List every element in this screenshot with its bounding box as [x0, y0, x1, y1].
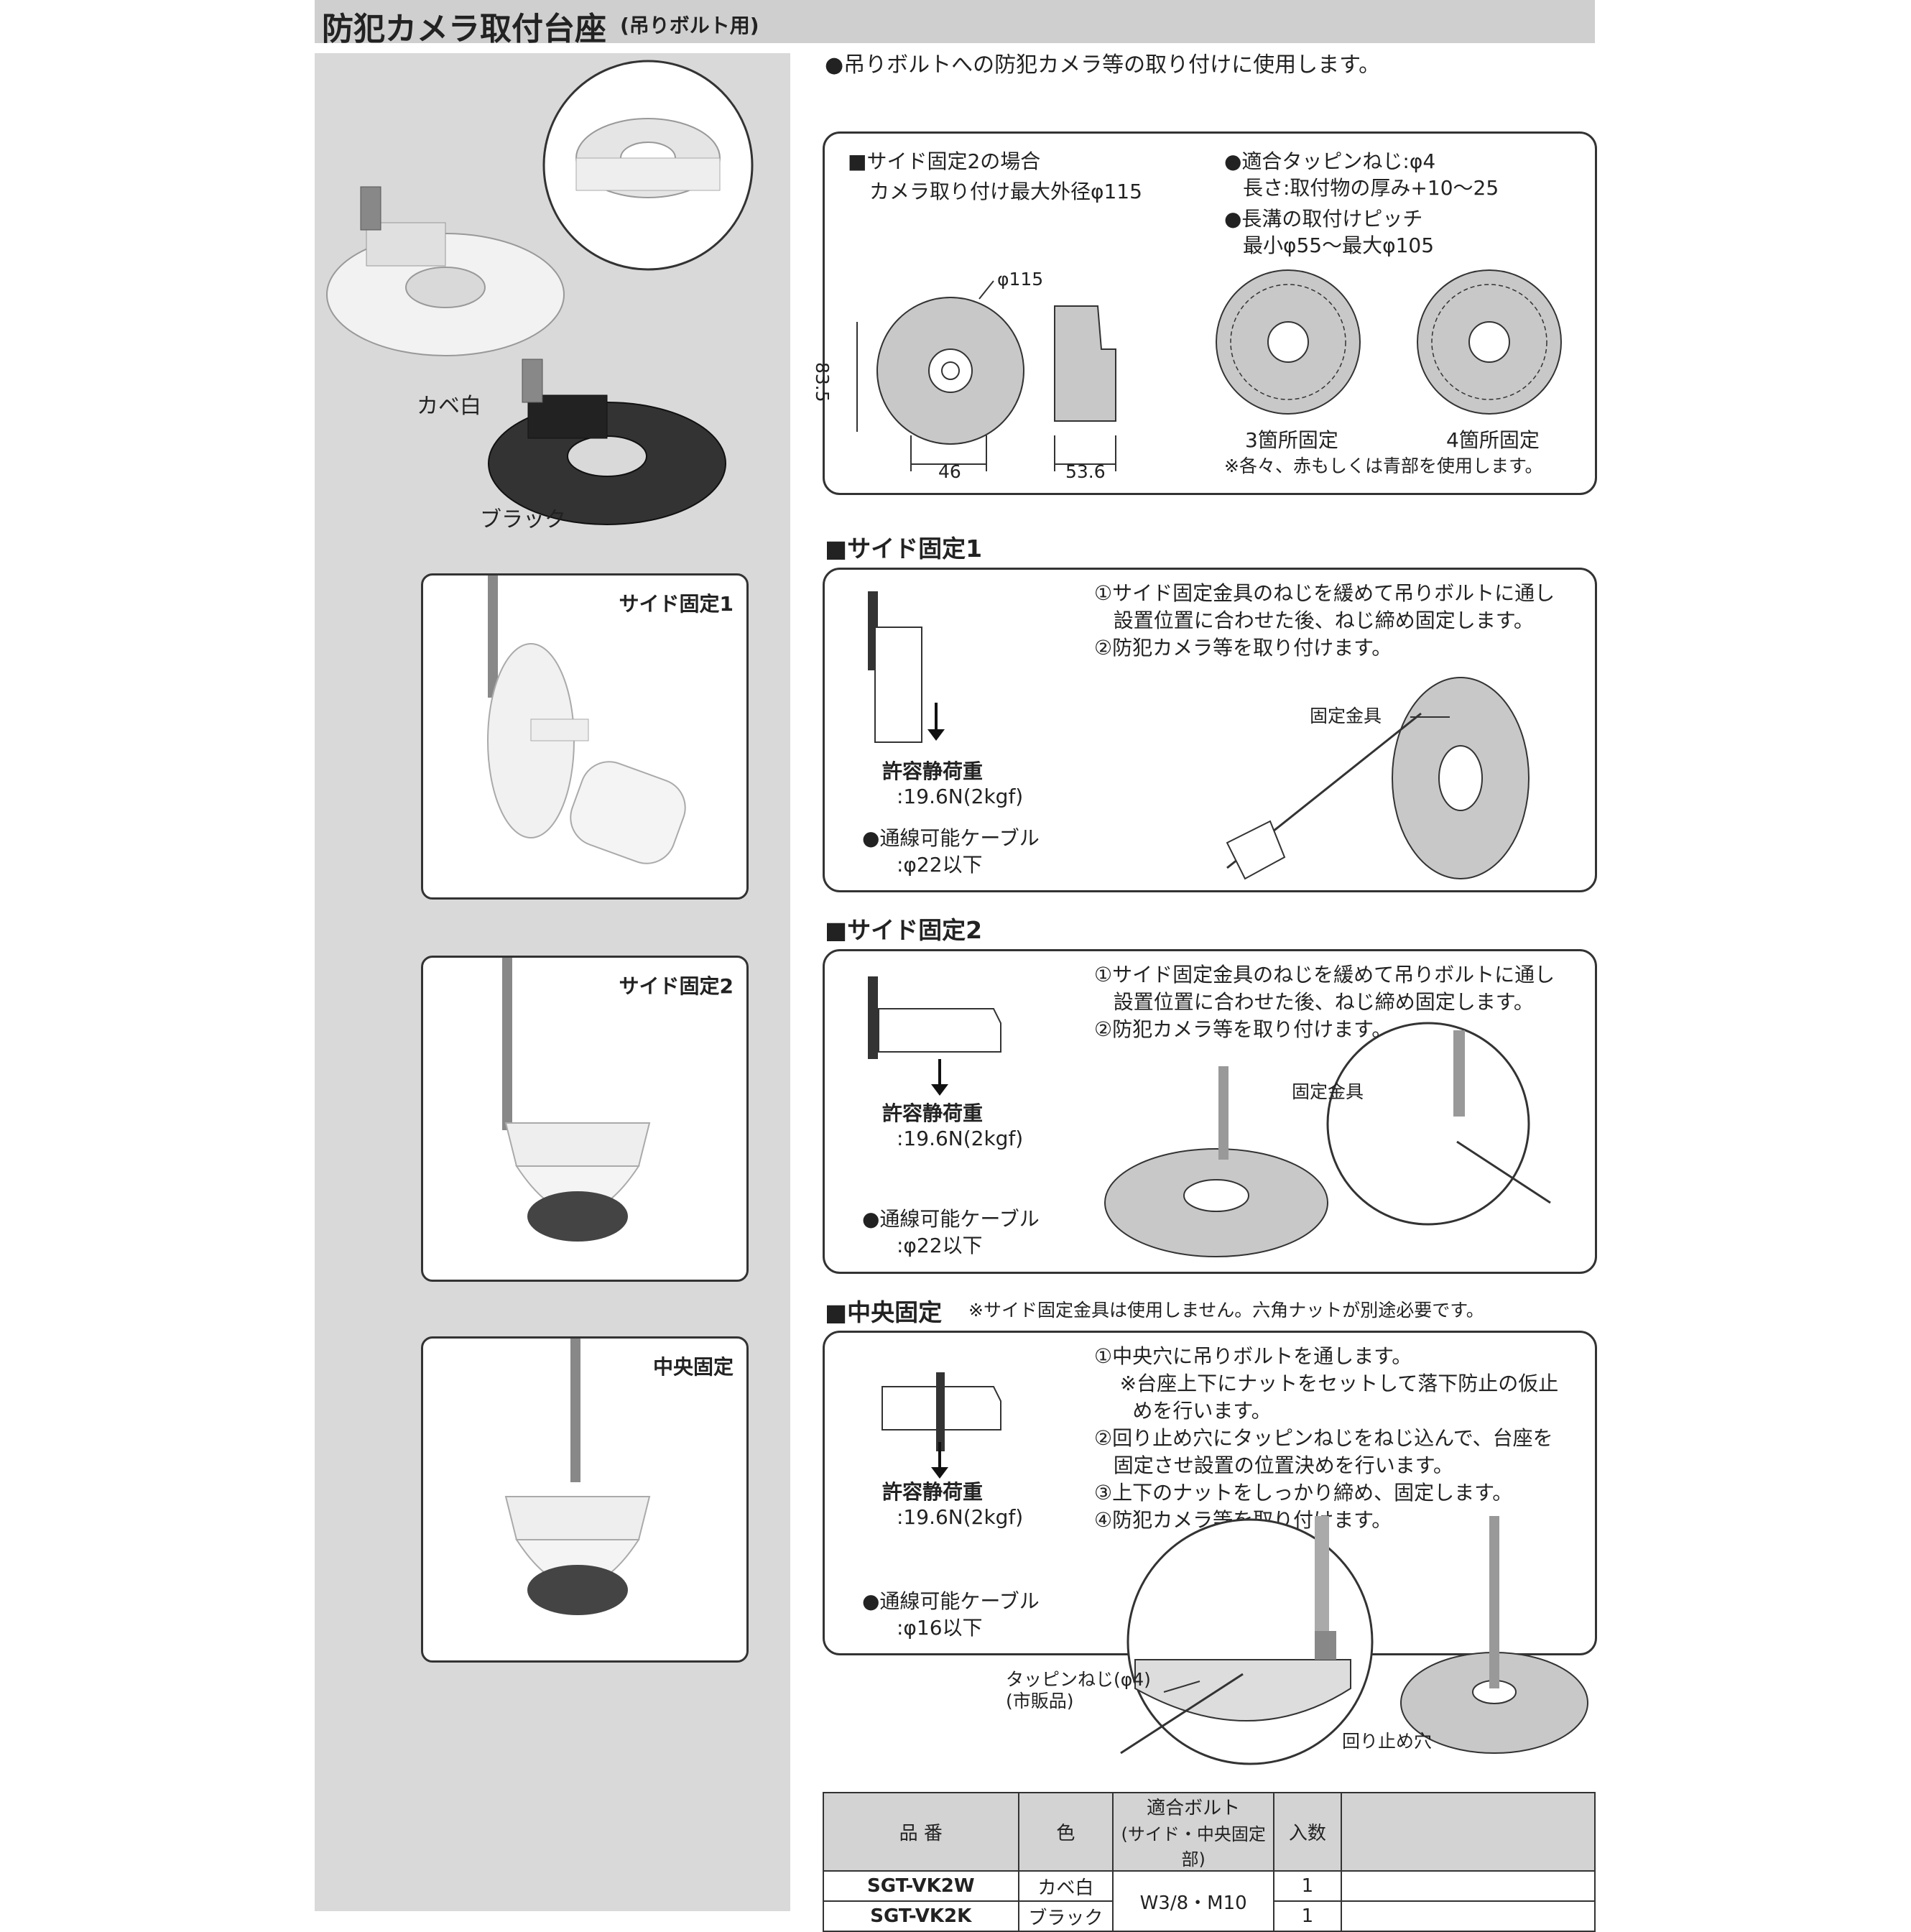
section-center-load-label: 許容静荷重 — [882, 1480, 984, 1504]
section-side2-load-label: 許容静荷重 — [882, 1101, 984, 1125]
page-subtitle: (吊りボルト用) — [620, 14, 759, 37]
section-side2-drawing — [868, 976, 1551, 1257]
photo-side2-label: サイド固定2 — [619, 974, 734, 998]
color: カベ白 — [1017, 1870, 1114, 1902]
section-side1-drawing — [868, 591, 1530, 880]
section-side1-step-1b: 設置位置に合わせた後、ねじ締め固定します。 — [1094, 609, 1534, 632]
section-side2-step-1b: 設置位置に合わせた後、ねじ締め固定します。 — [1094, 990, 1534, 1014]
product-photos — [326, 60, 754, 525]
section-side2-callout: 固定金具 — [1292, 1081, 1364, 1102]
section-center-illustration — [1120, 1516, 1588, 1765]
section-side2-step-1: ①サイド固定金具のねじを緩めて吊りボルトに通し — [1094, 963, 1555, 986]
photo-center-label: 中央固定 — [652, 1355, 734, 1379]
black-label: ブラック — [480, 507, 566, 532]
section-center-step-1-note-b: めを行います。 — [1094, 1399, 1272, 1423]
section-side2-cable-value: :φ22以下 — [897, 1234, 983, 1257]
photo-side2-image — [502, 958, 651, 1242]
fix-3-label: 3箇所固定 — [1245, 428, 1338, 452]
header-bolt-line2: (サイド・中央固定部) — [1121, 1824, 1266, 1869]
section-center-load-value: :19.6N(2kgf) — [897, 1505, 1024, 1529]
spec-drawings — [856, 269, 1562, 471]
intro-text: ●吊りボルトへの防犯カメラ等の取り付けに使用します。 — [825, 52, 1381, 78]
section-center-step-2b: 固定させ設置の位置決めを行います。 — [1094, 1453, 1453, 1477]
table-header-row: 品 番 色 適合ボルト (サイド・中央固定部) 入数 — [823, 1792, 1596, 1872]
header-color: 色 — [1017, 1792, 1114, 1872]
section-side1-step-2: ②防犯カメラ等を取り付けます。 — [1094, 636, 1392, 660]
page-title: 防犯カメラ取付台座 — [322, 11, 606, 47]
section-side1-title: ■サイド固定1 — [825, 535, 983, 563]
spec-screw-title: ●適合タッピンねじ:φ4 — [1224, 149, 1436, 173]
dim-depth: 53.6 — [1065, 461, 1106, 482]
photo-center: 中央固定 — [421, 1336, 749, 1663]
color: ブラック — [1017, 1900, 1114, 1932]
section-side1-load-value: :19.6N(2kgf) — [897, 785, 1024, 808]
fix-4-label: 4箇所固定 — [1446, 428, 1540, 452]
spec-screw-length: 長さ:取付物の厚み+10〜25 — [1243, 176, 1499, 200]
callout-tapping-screw-note: (市販品) — [1006, 1691, 1074, 1711]
dim-height: 83.5 — [812, 362, 833, 402]
part-number: SGT-VK2K — [823, 1900, 1019, 1932]
quantity: 1 — [1272, 1900, 1342, 1932]
section-center-step-1-note: ※台座上下にナットをセットして落下防止の仮止 — [1094, 1372, 1559, 1395]
part-number: SGT-VK2W — [823, 1870, 1019, 1902]
section-side1-step-1: ①サイド固定金具のねじを緩めて吊りボルトに通し — [1094, 581, 1555, 605]
section-side1-box: ①サイド固定金具のねじを緩めて吊りボルトに通し 設置位置に合わせた後、ねじ締め固… — [823, 568, 1597, 892]
product-table: 品 番 色 適合ボルト (サイド・中央固定部) 入数 SGT-VK2W カベ白 … — [823, 1792, 1596, 1932]
quantity: 1 — [1272, 1870, 1342, 1902]
photo-side1-image — [487, 576, 686, 864]
section-center-step-3: ③上下のナットをしっかり締め、固定します。 — [1094, 1481, 1513, 1505]
section-center-drawing — [882, 1372, 1001, 1479]
section-side2-title: ■サイド固定2 — [825, 916, 983, 944]
blank-cell — [1340, 1900, 1596, 1932]
section-center-cable-label: ●通線可能ケーブル — [862, 1589, 1040, 1613]
spec-box: ■サイド固定2の場合 カメラ取り付け最大外径φ115 ●適合タッピンねじ:φ4 … — [812, 131, 1597, 495]
callout-tapping-screw: タッピンねじ(φ4) — [1006, 1669, 1151, 1690]
spec-case-text: カメラ取り付け最大外径φ115 — [869, 180, 1142, 203]
section-side2-step-2: ②防犯カメラ等を取り付けます。 — [1094, 1017, 1392, 1041]
photo-center-image — [504, 1339, 651, 1615]
dim-width: 46 — [938, 461, 961, 482]
section-center-cable-value: :φ16以下 — [897, 1616, 983, 1640]
section-side1-callout: 固定金具 — [1310, 706, 1382, 726]
header-quantity: 入数 — [1272, 1792, 1342, 1872]
header-blank — [1340, 1792, 1596, 1872]
spec-pitch-range: 最小φ55〜最大φ105 — [1243, 234, 1435, 257]
photo-side1: サイド固定1 — [421, 573, 749, 900]
header-part-number: 品 番 — [823, 1792, 1019, 1872]
white-label: カベ白 — [417, 394, 481, 419]
spec-pitch-title: ●長溝の取付けピッチ — [1224, 207, 1423, 231]
section-side1-cable-label: ●通線可能ケーブル — [862, 826, 1040, 850]
section-side1-cable-value: :φ22以下 — [897, 853, 983, 877]
section-center-step-1: ①中央穴に吊りボルトを通します。 — [1094, 1344, 1412, 1368]
table-row: SGT-VK2W カベ白 W3/8・M10 1 — [823, 1870, 1596, 1932]
section-side2-load-value: :19.6N(2kgf) — [897, 1127, 1024, 1150]
blank-cell — [1340, 1870, 1596, 1902]
section-center-title: ■中央固定 — [825, 1298, 943, 1326]
bolt-size: W3/8・M10 — [1112, 1870, 1274, 1932]
section-side2-box: ①サイド固定金具のねじを緩めて吊りボルトに通し 設置位置に合わせた後、ねじ締め固… — [823, 949, 1597, 1274]
header-bolt-line1: 適合ボルト — [1147, 1798, 1241, 1819]
photo-side2: サイド固定2 — [421, 956, 749, 1282]
dim-diameter: φ115 — [997, 269, 1044, 290]
header-bolt: 適合ボルト (サイド・中央固定部) — [1112, 1792, 1274, 1872]
section-side2-cable-label: ●通線可能ケーブル — [862, 1207, 1040, 1231]
section-center-note: ※サイド固定金具は使用しません。六角ナットが別途必要です。 — [968, 1300, 1484, 1321]
section-center-step-2: ②回り止め穴にタッピンねじをねじ込んで、台座を — [1094, 1426, 1553, 1450]
photo-side1-label: サイド固定1 — [619, 592, 734, 616]
spec-case-title: ■サイド固定2の場合 — [848, 149, 1041, 173]
callout-anti-rotation-hole: 回り止め穴 — [1342, 1731, 1433, 1752]
spec-note: ※各々、赤もしくは青部を使用します。 — [1224, 456, 1543, 476]
section-side1-load-label: 許容静荷重 — [882, 759, 984, 783]
page-header: 防犯カメラ取付台座 (吊りボルト用) — [315, 0, 1595, 47]
